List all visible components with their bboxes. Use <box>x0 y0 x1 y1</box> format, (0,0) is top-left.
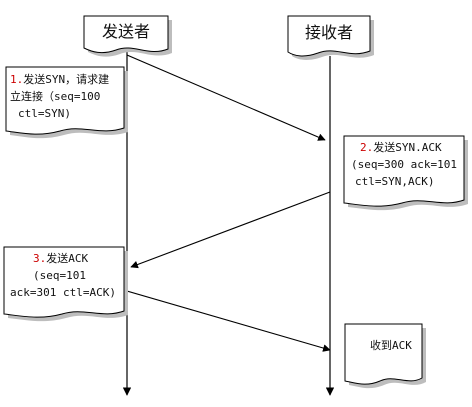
note-step1-number: 1. <box>10 73 23 86</box>
note-step2-line1: 发送SYN.ACK <box>373 140 442 154</box>
note-step1-line3: ctl=SYN) <box>18 107 71 120</box>
note-step3: 3.发送ACK (seq=101 ack=301 ctl=ACK) <box>3 246 128 322</box>
note-step4-line1: 收到ACK <box>370 338 412 352</box>
note-step3-line2: (seq=101 <box>33 269 86 282</box>
note-step3-line1: 发送ACK <box>46 251 88 265</box>
svg-text:1.发送SYN，请求建: 1.发送SYN，请求建 <box>10 72 109 86</box>
note-step2: 2.发送SYN.ACK (seq=300 ack=101 ctl=SYN,ACK… <box>343 135 468 211</box>
message-ack <box>126 290 331 352</box>
message-syn-ack <box>130 191 331 269</box>
note-step1: 1.发送SYN，请求建 立连接（seq=100 ctl=SYN) <box>5 66 128 139</box>
note-step4: 收到ACK <box>344 323 426 389</box>
participant-sender-label: 发送者 <box>102 22 150 41</box>
participant-receiver-label: 接收者 <box>305 23 353 42</box>
note-step3-number: 3. <box>33 252 46 265</box>
note-step2-line3: ctl=SYN,ACK) <box>355 175 434 188</box>
note-step2-number: 2. <box>360 141 373 154</box>
svg-text:2.发送SYN.ACK: 2.发送SYN.ACK <box>360 140 442 154</box>
svg-text:3.发送ACK: 3.发送ACK <box>33 251 88 265</box>
message-syn <box>126 54 326 141</box>
note-step1-line2: 立连接（seq=100 <box>10 89 100 103</box>
participant-receiver: 接收者 <box>287 15 374 60</box>
note-step1-line1: 发送SYN，请求建 <box>23 72 109 86</box>
note-step3-line3: ack=301 ctl=ACK) <box>10 286 116 299</box>
participant-sender: 发送者 <box>83 15 172 57</box>
note-step2-line2: (seq=300 ack=101 <box>351 158 457 171</box>
